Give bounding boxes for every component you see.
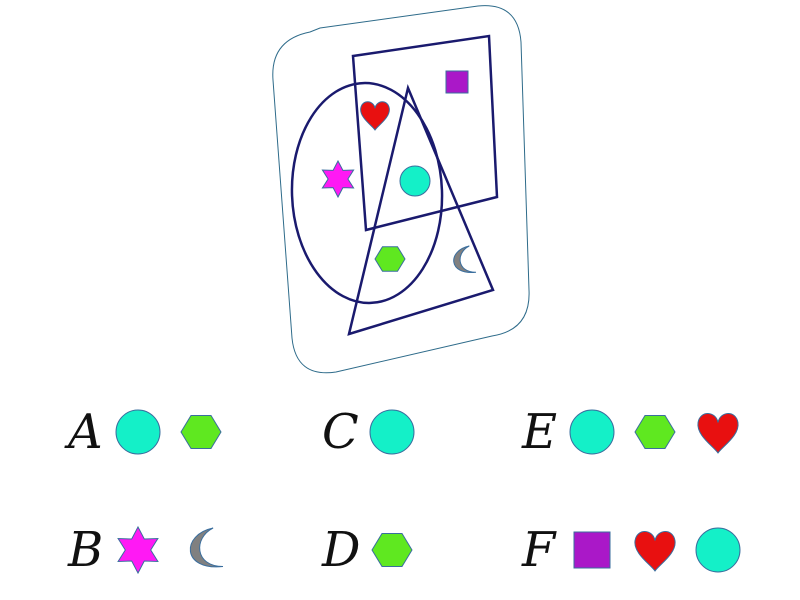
option-c[interactable]: C: [322, 404, 415, 460]
answer-options: A B C D E F: [64, 404, 741, 578]
option-letter: D: [321, 522, 360, 578]
region-triangle: [347, 84, 495, 336]
diagram-heart-icon: [360, 101, 390, 131]
diagram-square-icon: [445, 70, 469, 94]
option-hexagon-icon: [634, 415, 676, 449]
diagram-shapes: [321, 70, 477, 273]
option-e[interactable]: E: [521, 404, 739, 460]
option-heart-icon: [697, 412, 739, 454]
option-hexagon-icon: [180, 415, 222, 449]
option-hexagon-icon: [371, 533, 413, 567]
venn-diagram: [290, 34, 499, 336]
option-letter: A: [64, 404, 103, 460]
option-square-icon: [573, 531, 611, 569]
option-circle-icon: [369, 409, 415, 455]
option-a[interactable]: A: [64, 404, 222, 460]
option-moon-icon: [189, 527, 224, 568]
option-star-icon: [117, 525, 159, 575]
diagram-moon-icon: [453, 245, 477, 273]
option-letter: F: [521, 522, 557, 578]
region-circle: [290, 81, 444, 305]
option-circle-icon: [695, 527, 741, 573]
option-letter: B: [67, 522, 103, 578]
option-f[interactable]: F: [521, 522, 741, 578]
option-letter: C: [322, 404, 359, 460]
option-heart-icon: [634, 530, 676, 572]
diagram-circle-icon: [399, 165, 431, 197]
diagram-card: [272, 5, 530, 374]
option-circle-icon: [569, 409, 615, 455]
option-letter: E: [521, 404, 557, 460]
region-square: [351, 34, 499, 232]
option-circle-icon: [115, 409, 161, 455]
option-d[interactable]: D: [321, 522, 413, 578]
diagram-hexagon-icon: [374, 246, 406, 272]
diagram-star-icon: [321, 159, 355, 199]
option-b[interactable]: B: [67, 522, 224, 578]
